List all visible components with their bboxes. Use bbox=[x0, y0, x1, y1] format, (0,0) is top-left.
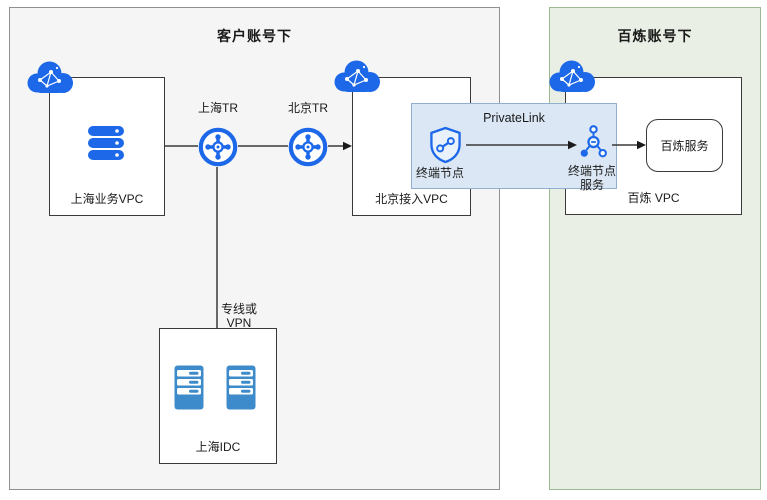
endpoint-service-label: 终端节点 服务 bbox=[568, 164, 616, 192]
vpc-cloud-icon bbox=[27, 61, 73, 93]
shanghai-idc-label: 上海IDC bbox=[195, 440, 241, 454]
server-stack-icon bbox=[88, 126, 124, 160]
bailian-vpc-label: 百炼 VPC bbox=[627, 191, 680, 205]
transit-router-icon bbox=[288, 127, 328, 167]
privatelink-title: PrivateLink bbox=[483, 111, 545, 125]
bailian-account-title: 百炼账号下 bbox=[617, 28, 693, 44]
idc-server-icon bbox=[174, 365, 204, 410]
endpoint-service-label-line1: 终端节点 bbox=[567, 164, 617, 178]
vpn-line-label: 专线或 VPN bbox=[221, 302, 257, 330]
vpc-cloud-icon bbox=[549, 60, 595, 92]
beijing-access-vpc-label: 北京接入VPC bbox=[375, 192, 448, 206]
endpoint-label: 终端节点 bbox=[415, 166, 465, 180]
shanghai-tr-label: 上海TR bbox=[198, 101, 238, 115]
endpoint-service-icon bbox=[580, 125, 607, 158]
vpn-line-label-line2: VPN bbox=[226, 316, 252, 330]
endpoint-shield-icon bbox=[430, 126, 461, 164]
shanghai-business-vpc-label: 上海业务VPC bbox=[70, 192, 144, 206]
customer-account-title: 客户账号下 bbox=[217, 28, 292, 44]
vpc-cloud-icon bbox=[334, 60, 380, 92]
beijing-tr-label: 北京TR bbox=[288, 101, 328, 115]
vpn-line-label-line1: 专线或 bbox=[220, 302, 258, 316]
endpoint-service-label-line2: 服务 bbox=[579, 178, 605, 192]
transit-router-icon bbox=[198, 127, 238, 167]
bailian-service-box: 百炼服务 bbox=[646, 119, 723, 172]
idc-server-icon bbox=[226, 365, 256, 410]
bailian-service-label: 百炼服务 bbox=[660, 139, 709, 153]
